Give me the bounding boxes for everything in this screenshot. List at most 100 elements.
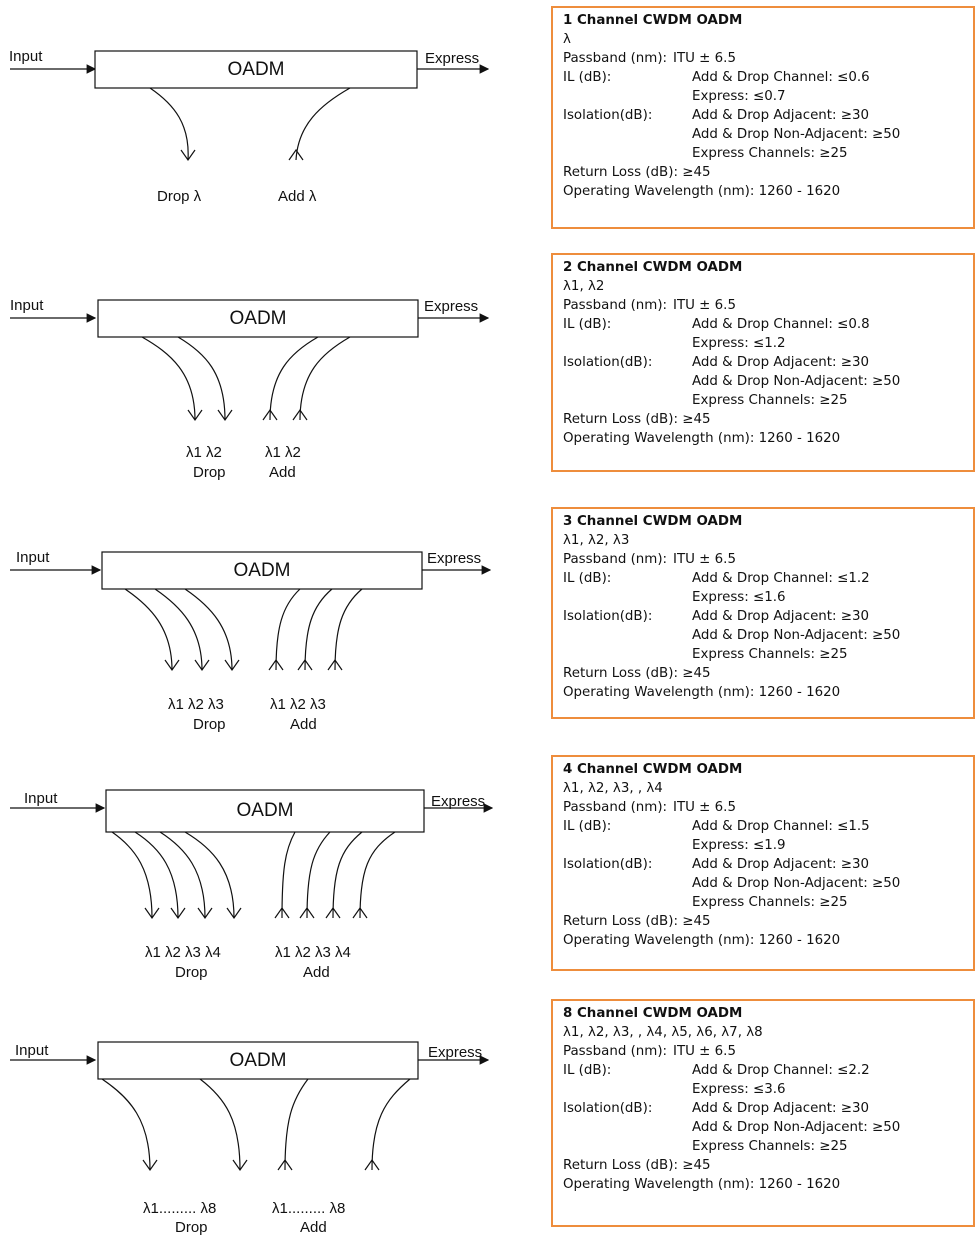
add-lambdas: λ1......... λ8 — [272, 1200, 346, 1217]
oadm-diagram-drawing — [10, 1041, 490, 1172]
il-label: IL (dB): — [563, 70, 612, 85]
express-label: Express — [424, 298, 479, 315]
iso-adjacent: Add & Drop Adjacent: ≥30 — [692, 1101, 870, 1116]
spec-box-8ch: 8 Channel CWDM OADM λ1, λ2, λ3, , λ4, λ5… — [551, 999, 975, 1227]
isolation-label: Isolation(dB): — [563, 355, 653, 370]
spec-wavelengths: λ1, λ2, λ3, , λ4 — [563, 781, 663, 796]
spec-box-2ch: 2 Channel CWDM OADM λ1, λ2 Passband (nm)… — [551, 253, 975, 472]
drop-label: Drop — [193, 716, 226, 733]
il-label: IL (dB): — [563, 571, 612, 586]
il-label: IL (dB): — [563, 317, 612, 332]
operating-wavelength: Operating Wavelength (nm): 1260 - 1620 — [563, 933, 841, 948]
iso-adjacent: Add & Drop Adjacent: ≥30 — [692, 857, 870, 872]
passband-value: ITU ± 6.5 — [673, 51, 736, 66]
iso-non-adjacent: Add & Drop Non-Adjacent: ≥50 — [692, 374, 901, 389]
oadm-diagram-drawing — [10, 551, 492, 672]
oadm-diagram-drawing — [10, 50, 490, 162]
isolation-label: Isolation(dB): — [563, 1101, 653, 1116]
spec-title: 4 Channel CWDM OADM — [563, 762, 743, 777]
isolation-label: Isolation(dB): — [563, 108, 653, 123]
oadm-label: OADM — [233, 560, 291, 581]
drop-fiber — [149, 87, 189, 161]
operating-wavelength: Operating Wavelength (nm): 1260 - 1620 — [563, 431, 841, 446]
oadm-box — [101, 551, 423, 590]
il-label: IL (dB): — [563, 1063, 612, 1078]
spec-box-3ch: 3 Channel CWDM OADM λ1, λ2, λ3 Passband … — [551, 507, 975, 719]
passband-value: ITU ± 6.5 — [673, 800, 736, 815]
operating-wavelength: Operating Wavelength (nm): 1260 - 1620 — [563, 184, 841, 199]
passband-label: Passband (nm): — [563, 800, 668, 815]
return-loss: Return Loss (dB): ≥45 — [563, 165, 711, 180]
il-add-drop: Add & Drop Channel: ≤0.6 — [692, 70, 870, 85]
passband-value: ITU ± 6.5 — [673, 298, 736, 313]
il-express: Express: ≤1.6 — [692, 590, 786, 605]
il-express: Express: ≤1.9 — [692, 838, 786, 853]
express-label: Express — [428, 1044, 483, 1061]
add-arrow — [288, 148, 304, 161]
add-label: Add λ — [278, 188, 317, 205]
oadm-box — [105, 789, 425, 833]
express-label: Express — [431, 793, 486, 810]
il-label: IL (dB): — [563, 819, 612, 834]
oadm-label: OADM — [229, 308, 287, 329]
iso-adjacent: Add & Drop Adjacent: ≥30 — [692, 108, 870, 123]
oadm-diagram-drawing — [10, 789, 494, 920]
oadm-diagram-4ch: Input Express OADM λ1 λ2 λ3 λ4 Drop λ1 λ… — [0, 740, 545, 981]
add-lambdas: λ1 λ2 — [265, 444, 301, 461]
passband-label: Passband (nm): — [563, 51, 668, 66]
spec-wavelengths: λ1, λ2, λ3, , λ4, λ5, λ6, λ7, λ8 — [563, 1025, 763, 1040]
oadm-diagram-drawing — [10, 299, 490, 422]
passband-value: ITU ± 6.5 — [673, 1044, 736, 1059]
passband-label: Passband (nm): — [563, 552, 668, 567]
add-lambdas: λ1 λ2 λ3 λ4 — [275, 944, 351, 961]
iso-express: Express Channels: ≥25 — [692, 146, 848, 161]
input-label: Input — [10, 297, 44, 314]
iso-non-adjacent: Add & Drop Non-Adjacent: ≥50 — [692, 127, 901, 142]
drop-lambdas: λ1 λ2 λ3 λ4 — [145, 944, 221, 961]
il-express: Express: ≤0.7 — [692, 89, 786, 104]
operating-wavelength: Operating Wavelength (nm): 1260 - 1620 — [563, 1177, 841, 1192]
iso-express: Express Channels: ≥25 — [692, 895, 848, 910]
add-fiber — [295, 87, 351, 161]
il-add-drop: Add & Drop Channel: ≤1.5 — [692, 819, 870, 834]
operating-wavelength: Operating Wavelength (nm): 1260 - 1620 — [563, 685, 841, 700]
drop-label: Drop — [175, 964, 208, 981]
iso-adjacent: Add & Drop Adjacent: ≥30 — [692, 609, 870, 624]
return-loss: Return Loss (dB): ≥45 — [563, 1158, 711, 1173]
oadm-diagram-2ch: Input Express OADM λ1 λ2 Drop λ1 λ2 Add — [0, 248, 545, 488]
add-label: Add — [269, 464, 296, 481]
drop-label: Drop — [175, 1219, 208, 1236]
isolation-label: Isolation(dB): — [563, 609, 653, 624]
oadm-box — [97, 299, 419, 338]
return-loss: Return Loss (dB): ≥45 — [563, 666, 711, 681]
input-label: Input — [15, 1042, 49, 1059]
oadm-label: OADM — [227, 59, 285, 80]
spec-title: 8 Channel CWDM OADM — [563, 1006, 743, 1021]
il-add-drop: Add & Drop Channel: ≤0.8 — [692, 317, 870, 332]
iso-non-adjacent: Add & Drop Non-Adjacent: ≥50 — [692, 1120, 901, 1135]
drop-arrow — [180, 149, 196, 162]
spec-box-1ch: 1 Channel CWDM OADM λ Passband (nm):ITU … — [551, 6, 975, 229]
add-label: Add — [300, 1219, 327, 1236]
passband-label: Passband (nm): — [563, 298, 668, 313]
il-add-drop: Add & Drop Channel: ≤2.2 — [692, 1063, 870, 1078]
oadm-box — [97, 1041, 419, 1080]
input-label: Input — [24, 790, 58, 807]
oadm-diagram-1ch: Input Express OADM Drop λ Add λ — [0, 0, 545, 240]
drop-label: Drop λ — [157, 188, 202, 205]
return-loss: Return Loss (dB): ≥45 — [563, 412, 711, 427]
express-label: Express — [425, 50, 480, 67]
iso-non-adjacent: Add & Drop Non-Adjacent: ≥50 — [692, 628, 901, 643]
input-label: Input — [9, 48, 43, 65]
add-label: Add — [303, 964, 330, 981]
drop-lambdas: λ1 λ2 λ3 — [168, 696, 224, 713]
drop-lambdas: λ1......... λ8 — [143, 1200, 217, 1217]
spec-wavelengths: λ — [563, 32, 571, 47]
iso-express: Express Channels: ≥25 — [692, 393, 848, 408]
passband-value: ITU ± 6.5 — [673, 552, 736, 567]
iso-express: Express Channels: ≥25 — [692, 1139, 848, 1154]
spec-title: 2 Channel CWDM OADM — [563, 260, 743, 275]
spec-box-4ch: 4 Channel CWDM OADM λ1, λ2, λ3, , λ4 Pas… — [551, 755, 975, 971]
express-label: Express — [427, 550, 482, 567]
drop-label: Drop — [193, 464, 226, 481]
